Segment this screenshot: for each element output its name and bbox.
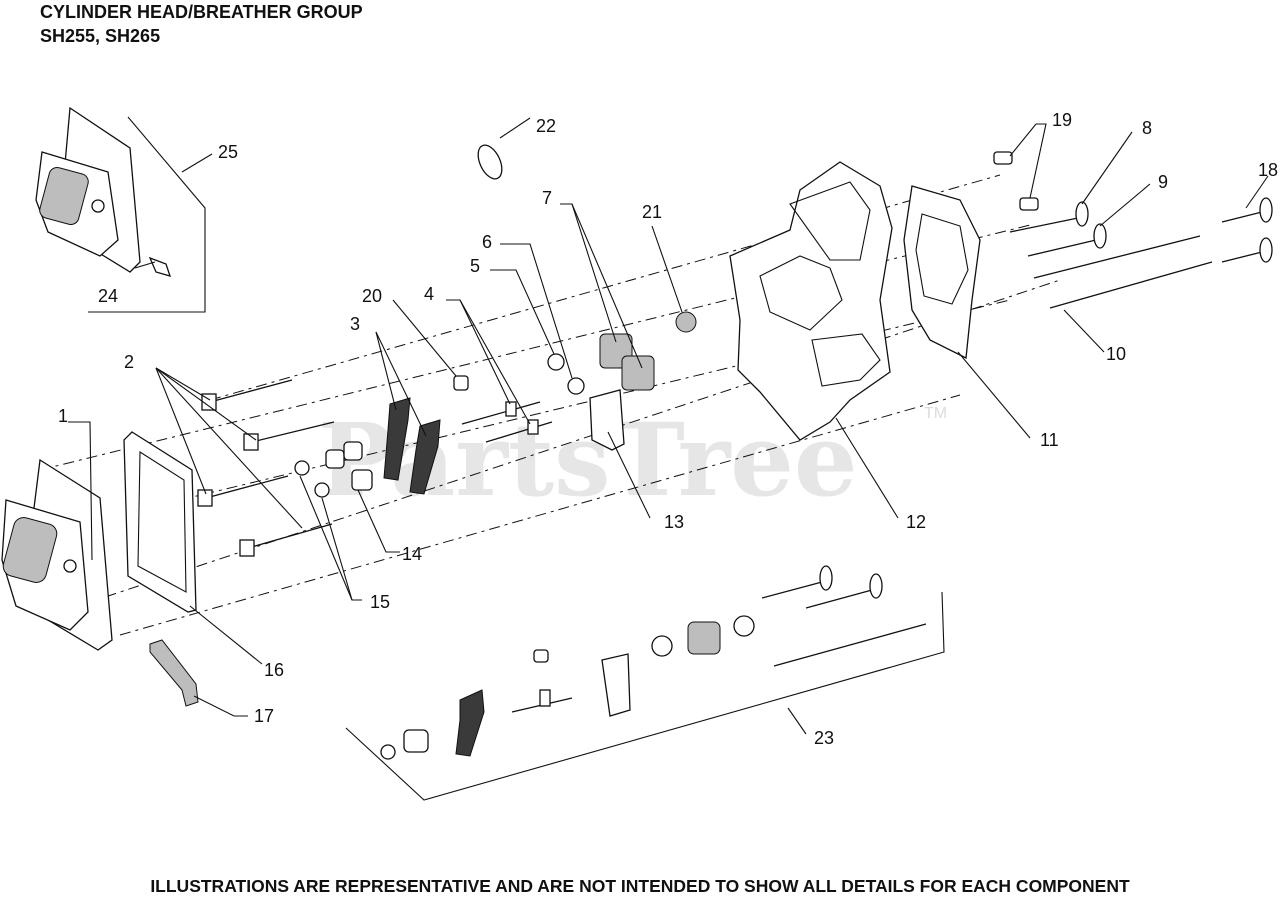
callout-4: 4 bbox=[424, 284, 434, 304]
callout-19: 19 bbox=[1052, 110, 1072, 130]
callout-5: 5 bbox=[470, 256, 480, 276]
callout-20: 20 bbox=[362, 286, 382, 306]
nuts bbox=[294, 441, 373, 498]
disclaimer-footer: ILLUSTRATIONS ARE REPRESENTATIVE AND ARE… bbox=[150, 876, 1130, 896]
callout-13: 13 bbox=[664, 512, 684, 532]
page-title: CYLINDER HEAD/BREATHER GROUP bbox=[40, 2, 363, 22]
callout-18: 18 bbox=[1258, 160, 1278, 180]
valve-stem-seal bbox=[675, 311, 697, 333]
callout-6: 6 bbox=[482, 232, 492, 252]
callout-12: 12 bbox=[906, 512, 926, 532]
callout-8: 8 bbox=[1142, 118, 1152, 138]
breather-cover-inset bbox=[35, 106, 172, 277]
rocker-arms bbox=[383, 375, 469, 495]
callout-22: 22 bbox=[536, 116, 556, 136]
valve-retainer bbox=[547, 353, 565, 371]
valve-plate bbox=[589, 389, 625, 451]
bolts bbox=[197, 379, 335, 557]
head-gasket bbox=[903, 185, 981, 360]
gasket bbox=[123, 431, 197, 613]
callout-7: 7 bbox=[542, 188, 552, 208]
inset-bracket bbox=[88, 116, 206, 313]
callout-25: 25 bbox=[218, 142, 238, 162]
breather-cover bbox=[1, 458, 113, 651]
valve-cap-2 bbox=[1019, 197, 1039, 211]
callout-labels: 1 2 3 4 5 6 7 8 9 10 11 12 13 14 15 16 1… bbox=[58, 110, 1278, 748]
model-numbers: SH255, SH265 bbox=[40, 26, 161, 46]
valve-cap bbox=[993, 151, 1013, 165]
callout-23: 23 bbox=[814, 728, 834, 748]
callout-10: 10 bbox=[1106, 344, 1126, 364]
callout-15: 15 bbox=[370, 592, 390, 612]
callout-14: 14 bbox=[402, 544, 422, 564]
valve-springs bbox=[599, 333, 655, 391]
o-ring bbox=[477, 144, 503, 180]
callout-11: 11 bbox=[1040, 430, 1059, 450]
callout-2: 2 bbox=[124, 352, 134, 372]
callout-16: 16 bbox=[264, 660, 284, 680]
callout-17: 17 bbox=[254, 706, 274, 726]
breather-hose bbox=[149, 639, 199, 707]
valves bbox=[1009, 197, 1273, 309]
valve-kit bbox=[345, 565, 945, 801]
cylinder-head bbox=[729, 161, 893, 441]
valve-seal bbox=[567, 377, 585, 395]
pushrod-guides bbox=[461, 401, 553, 443]
callout-1: 1 bbox=[58, 406, 68, 426]
callout-24: 24 bbox=[98, 286, 118, 306]
leader-lines bbox=[68, 117, 1269, 735]
watermark-tm: TM bbox=[924, 405, 947, 422]
callout-3: 3 bbox=[350, 314, 360, 334]
callout-21: 21 bbox=[642, 202, 662, 222]
callout-9: 9 bbox=[1158, 172, 1168, 192]
